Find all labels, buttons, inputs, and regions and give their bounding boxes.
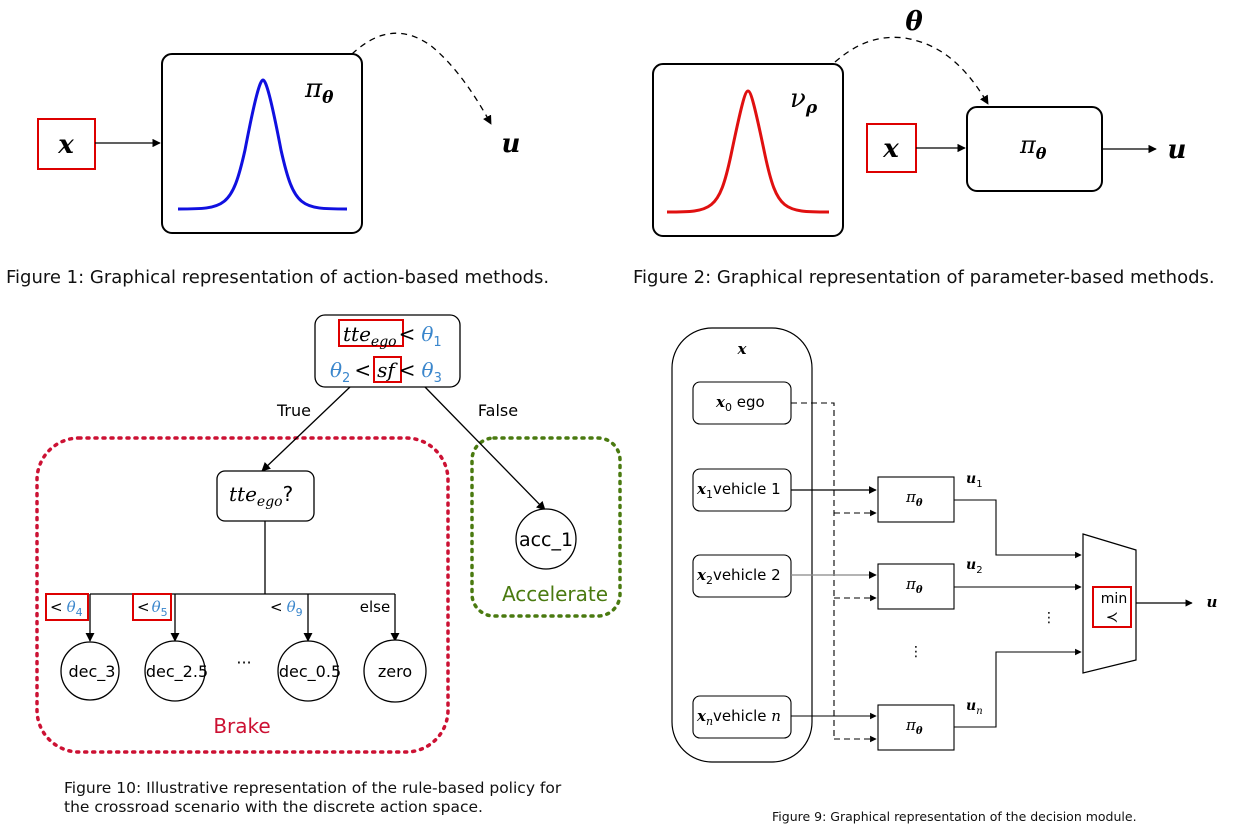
u1-label: u1: [966, 471, 983, 490]
fig2-policy-label: πθ: [1019, 131, 1047, 163]
branch-1-label: <θ4: [50, 598, 83, 619]
root-condition-2: θ2<sf<θ3: [330, 358, 442, 386]
u1-line: [954, 499, 1082, 559]
true-edge: [261, 386, 351, 472]
fig2-input-label: x: [882, 134, 899, 164]
brake-region: [35, 436, 450, 754]
vertical-ellipsis-left: ⋮: [909, 644, 923, 660]
input-label-vehicle-n: xnvehicle n: [696, 707, 781, 728]
branch-3-label: <θ9: [270, 598, 303, 619]
leaf-label-3: dec_0.5: [279, 662, 341, 682]
root-tte-highlight: [338, 319, 404, 347]
input-label-vehicle-1: x1vehicle 1: [696, 480, 781, 501]
brake-label: Brake: [213, 714, 270, 738]
figure-9: x x0 ego x1vehicle 1 x2vehicle 2 xnvehic…: [671, 327, 1218, 824]
min-mux: [1082, 533, 1137, 674]
un-line: [954, 648, 1082, 728]
branch-2-label: <θ5: [137, 598, 168, 619]
fig2-caption: Figure 2: Graphical representation of pa…: [633, 267, 1215, 288]
true-label: True: [276, 401, 311, 420]
leaf-node-1: [60, 641, 120, 701]
input-label-vehicle-2: x2vehicle 2: [696, 566, 781, 587]
input-box-vehicle-n: [692, 695, 792, 739]
fig2-dashed-arrow: [834, 36, 989, 105]
prec-label: ≺: [1106, 608, 1119, 626]
leaf-ellipsis: ···: [236, 653, 251, 672]
fig1-policy-label: πθ: [304, 74, 334, 108]
acc-node-label: acc_1: [519, 529, 573, 551]
accelerate-label: Accelerate: [502, 582, 608, 606]
fig2-gaussian-curve: [666, 89, 830, 214]
root-node: [314, 314, 461, 388]
leaf-node-2: [144, 640, 206, 702]
root-condition-1: tteego<θ1: [343, 322, 442, 350]
leaf-node-4: [363, 639, 427, 703]
fig1-dashed-arrow: [351, 32, 492, 125]
fig9-caption: Figure 9: Graphical representation of th…: [772, 809, 1137, 824]
false-label: False: [478, 401, 518, 420]
policy-label-1: πθ: [905, 488, 923, 509]
false-edge: [424, 386, 546, 511]
fig2-output-label: u: [1168, 135, 1187, 165]
branch-1-highlight: [45, 593, 89, 621]
fig2-param-label: θ: [905, 7, 923, 37]
fig1-gaussian-curve: [177, 78, 348, 211]
leaf-label-2: dec_2.5: [146, 662, 208, 682]
input-box-vehicle-2: [692, 554, 792, 598]
policy-label-2: πθ: [905, 575, 923, 596]
fig1-caption: Figure 1: Graphical representation of ac…: [6, 267, 549, 288]
fig10-caption-line-1: Figure 10: Illustrative representation o…: [64, 779, 562, 797]
vertical-ellipsis-right: ⋮: [1042, 610, 1056, 626]
leaf-label-4: zero: [378, 662, 412, 681]
root-sf-highlight: [373, 356, 402, 383]
figure-1: x πθ u Figure 1: Graphical representatio…: [6, 32, 549, 288]
figure-2: νρ θ x πθ u Figure 2: Graphical represen…: [633, 7, 1215, 288]
ego-dashed-bus: [791, 402, 835, 739]
fig1-output-label: u: [502, 129, 521, 159]
mux-output-label: u: [1207, 593, 1218, 611]
min-label: min: [1101, 591, 1127, 607]
leaf-label-1: dec_3: [69, 662, 116, 682]
fig10-caption-line-2: the crossroad scenario with the discrete…: [64, 798, 483, 816]
x-container: [671, 327, 813, 763]
u2-label: u2: [966, 557, 983, 576]
fig1-policy-box: [161, 53, 363, 234]
input-label-ego: x0 ego: [715, 393, 765, 414]
branch-2-highlight: [132, 593, 172, 621]
un-label: un: [966, 698, 983, 717]
fig1-input-label: x: [57, 130, 74, 160]
leaf-node-3: [277, 640, 339, 702]
tte-node-label: tteego?: [229, 482, 293, 510]
acc-node: [515, 508, 577, 570]
fig1-input-box: [37, 118, 96, 170]
min-highlight: [1092, 586, 1132, 628]
x-container-label: x: [737, 340, 748, 358]
fig2-dist-label: νρ: [790, 84, 818, 118]
branch-4-label: else: [360, 598, 390, 616]
accelerate-region: [470, 436, 622, 618]
figure-10: Brake Accelerate tteego<θ1 θ2<sf<θ3 True…: [35, 314, 622, 816]
fig2-dist-box: [652, 63, 844, 237]
policy-label-n: πθ: [905, 716, 923, 737]
